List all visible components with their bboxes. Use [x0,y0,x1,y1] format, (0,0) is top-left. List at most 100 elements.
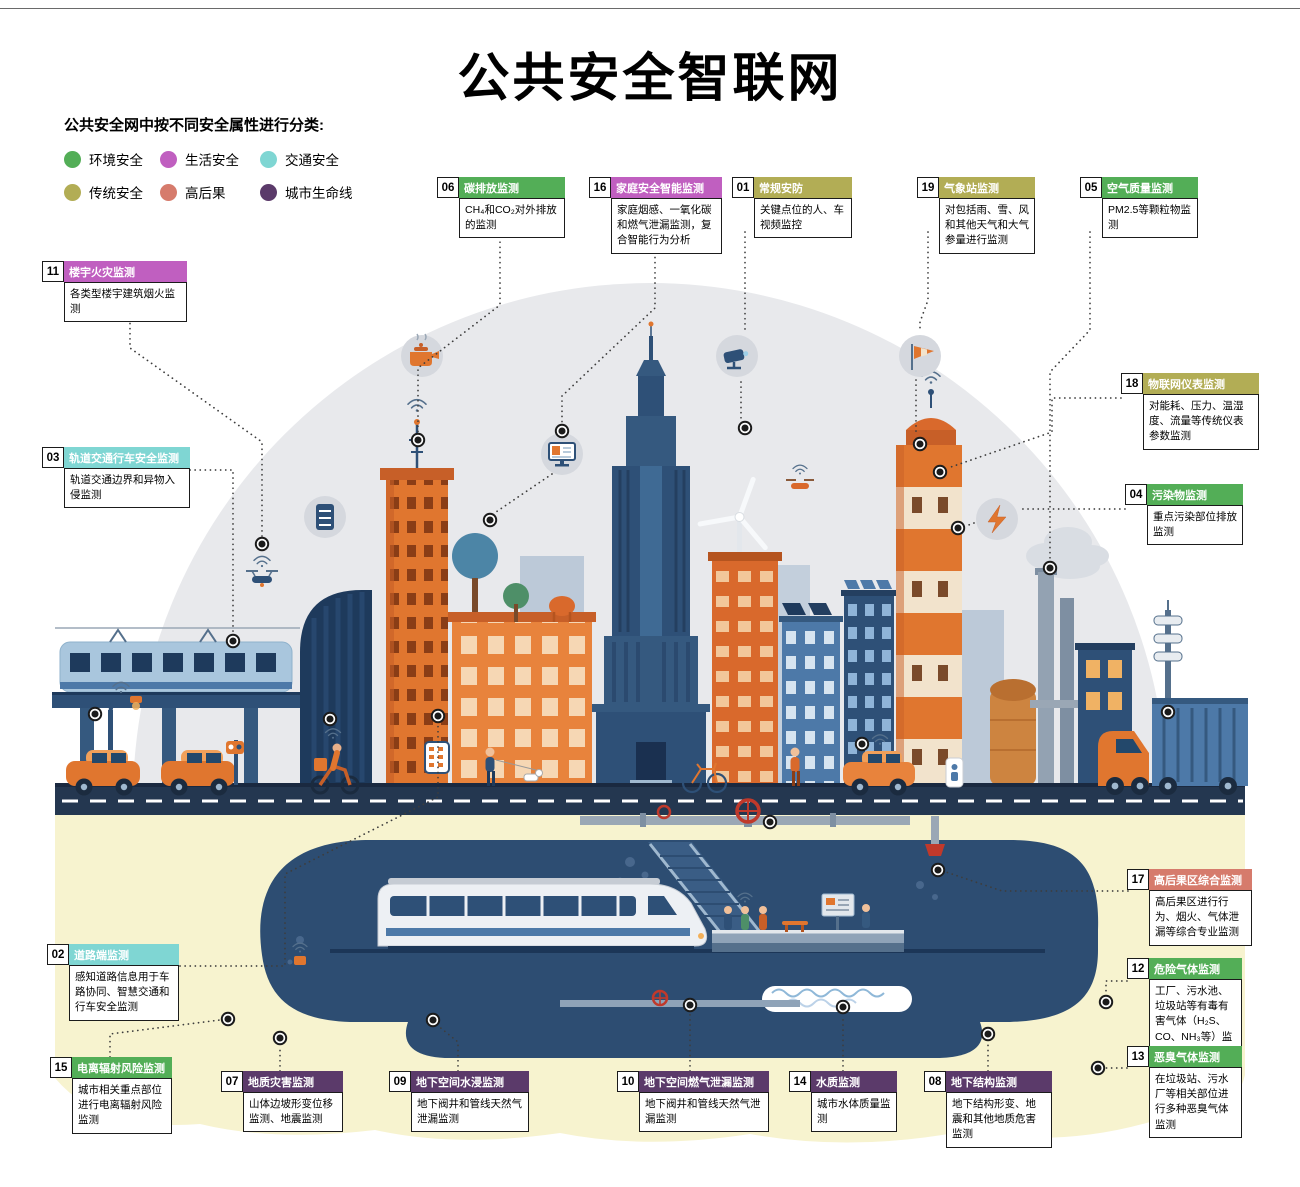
callout-title: 地质灾害监测 [243,1071,343,1092]
callout-17-high-consequence-area: 17 高后果区综合监测 高后果区进行行为、烟火、气体泄漏等综合专业监测 [1127,869,1252,946]
telecom-mast [1153,600,1183,706]
metro-platform [712,892,904,952]
callout-body: PM2.5等颗粒物监测 [1102,198,1198,239]
callout-08-underground-structure: 08 地下结构监测 地下结构形变、地震和其他地质危害监测 [924,1071,1052,1148]
underground [55,798,1245,1143]
taxi [66,750,140,796]
callout-number: 06 [437,177,459,198]
legend-label: 高后果 [185,186,226,201]
callout-03-rail-transit: 03 轨道交通行车安全监测 轨道交通边界和异物入侵监测 [42,447,190,509]
metro-train [377,878,708,950]
legend-dot-lifeline [260,183,277,201]
callout-04-pollutant: 04 污染物监测 重点污染部位排放监测 [1125,484,1243,546]
callout-number: 19 [917,177,939,198]
callout-body: 对能耗、压力、温湿度、流量等传统仪表参数监测 [1143,394,1259,450]
sensor-hydrant [925,816,945,856]
wall-panel [424,741,450,774]
callout-title: 地下结构监测 [946,1071,1052,1092]
callout-09-underground-flooding: 09 地下空间水浸监测 地下阀井和管线天然气泄漏监测 [389,1071,529,1133]
callout-body: 对包括雨、雪、风和其他天气和大气参量进行监测 [939,198,1035,254]
blue-building [779,603,843,785]
callout-title: 电离辐射风险监测 [72,1057,172,1078]
legend-item-traditional: 传统安全 [64,182,160,202]
callout-body: 城市水体质量监测 [811,1092,897,1133]
ladder-window-icon [304,496,346,538]
rounded-tower [300,590,372,785]
callout-body: 地下阀井和管线天然气泄漏监测 [639,1092,769,1133]
legend-item-environment: 环境安全 [64,149,160,169]
legend-item-lifeline: 城市生命线 [260,182,394,202]
top-rule [0,8,1300,9]
callout-title: 气象站监测 [939,177,1035,198]
taxi [843,734,915,796]
scene-icons [246,333,1018,587]
orange-mid-tower [708,552,782,785]
drone-icon [246,555,278,587]
callout-body: 各类型楼宇建筑烟火监测 [64,282,187,323]
callout-body: 重点污染部位排放监测 [1147,505,1243,546]
callout-body: 关键点位的人、车视频监控 [754,198,852,239]
legend-dot-traffic [260,150,277,168]
callout-number: 10 [617,1071,639,1092]
connector-lines [109,231,1129,1072]
callout-body: 感知道路信息用于车路协同、智慧交通和行车安全监测 [69,965,179,1021]
legend-item-high-consequence: 高后果 [160,182,260,202]
legend-dot-environment [64,150,81,168]
legend-label: 传统安全 [89,186,143,201]
callout-title: 恶臭气体监测 [1149,1046,1242,1067]
callout-06-carbon-emission: 06 碳排放监测 CH₄和CO₂对外排放的监测 [437,177,565,239]
navy-building [841,580,897,785]
street-light [108,681,142,785]
orange-antenna-tower [380,398,454,785]
callout-title: 家庭安全智能监测 [611,177,722,198]
skyline [52,321,1183,786]
pedestrian [485,747,495,786]
callout-number: 18 [1121,373,1143,394]
street-level [66,681,1248,796]
callout-body: 山体边坡形变位移监测、地震监测 [243,1092,343,1133]
legend-dot-high-consequence [160,183,177,201]
legend-dot-traditional [64,183,81,201]
power-bolt-icon [976,498,1018,540]
traffic-signal [226,740,244,785]
callout-number: 11 [42,261,64,282]
low-orange-building [448,533,596,785]
legend-heading: 公共安全网中按不同安全属性进行分类: [64,117,324,134]
callout-number: 05 [1080,177,1102,198]
scooter-rider [310,728,360,795]
callout-title: 轨道交通行车安全监测 [64,447,190,468]
callout-body: 轨道交通边界和异物入侵监测 [64,468,190,509]
elevated-train [52,627,304,785]
callout-title: 常规安防 [754,177,852,198]
callout-title: 污染物监测 [1147,484,1243,505]
callout-15-ionizing-radiation: 15 电离辐射风险监测 城市相关重点部位进行电离辐射风险监测 [50,1057,172,1134]
bicycle [681,762,728,794]
callout-number: 07 [221,1071,243,1092]
legend-label: 生活安全 [185,153,239,168]
callout-title: 水质监测 [811,1071,897,1092]
callout-number: 17 [1127,869,1149,890]
smart-home-monitor-icon [541,433,583,475]
legend-item-life: 生活安全 [160,149,260,169]
callout-title: 地下空间水浸监测 [411,1071,529,1092]
windsock-icon [899,335,941,377]
callout-title: 空气质量监测 [1102,177,1198,198]
callout-title: 碳排放监测 [459,177,565,198]
callout-body: 地下阀井和管线天然气泄漏监测 [411,1092,529,1133]
callout-title: 地下空间燃气泄漏监测 [639,1071,769,1092]
callout-number: 08 [924,1071,946,1092]
crossing-beacon [945,757,964,788]
underground-pipeline [560,989,800,1007]
page-title: 公共安全智联网 [457,50,843,108]
callout-number: 15 [50,1057,72,1078]
callout-10-underground-gas-leak: 10 地下空间燃气泄漏监测 地下阀井和管线天然气泄漏监测 [617,1071,769,1133]
callout-number: 13 [1127,1046,1149,1067]
callout-number: 01 [732,177,754,198]
callout-number: 03 [42,447,64,468]
callout-number: 02 [47,944,69,965]
road [55,783,1245,815]
taxi [161,750,235,796]
callout-number: 09 [389,1071,411,1092]
callout-18-iot-meter: 18 物联网仪表监测 对能耗、压力、温湿度、流量等传统仪表参数监测 [1121,373,1259,450]
